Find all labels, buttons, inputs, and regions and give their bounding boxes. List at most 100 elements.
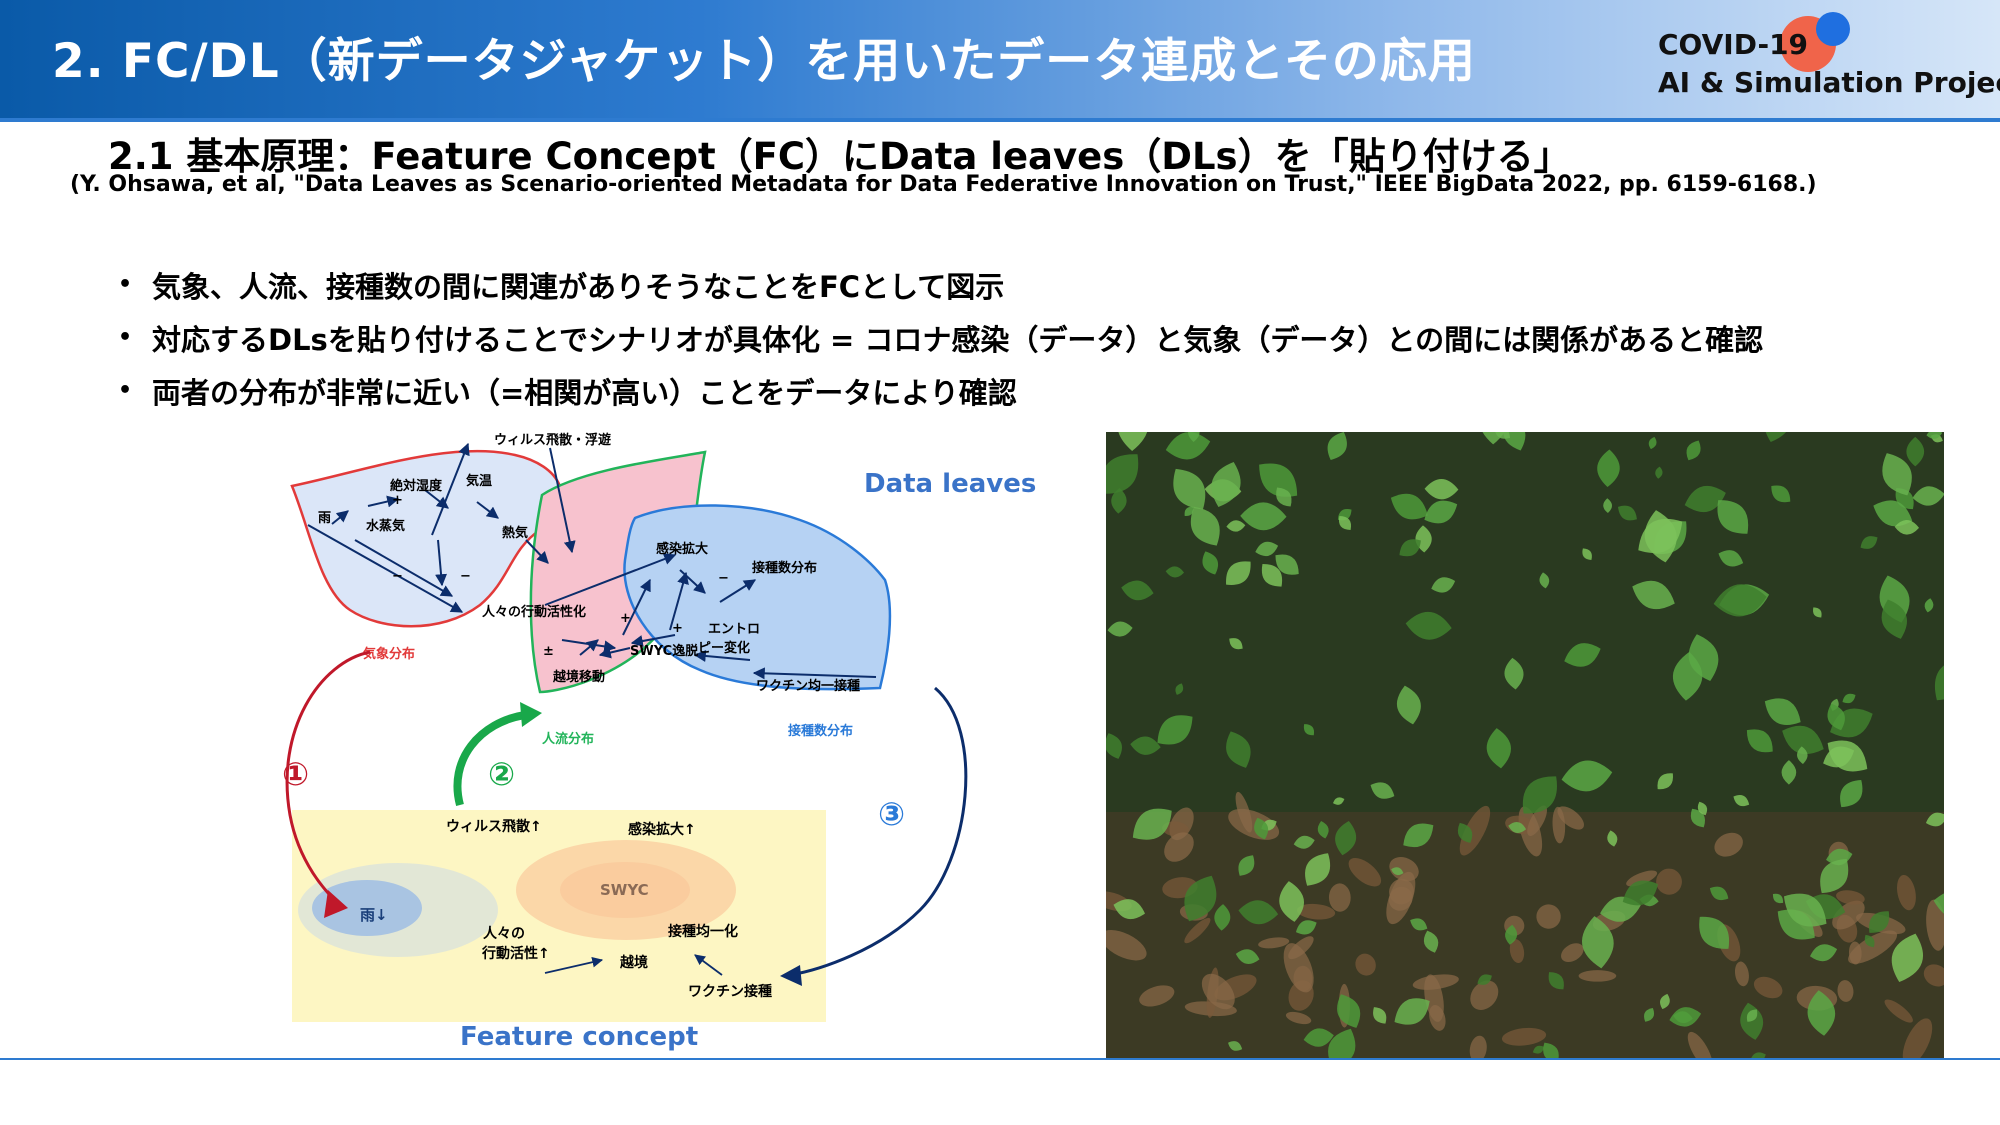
- leaf-vaccine-name: 接種数分布: [788, 723, 853, 739]
- leaf-vaccine: [623, 504, 892, 691]
- header-divider: [0, 118, 2000, 122]
- plant-leaf: [1746, 729, 1773, 753]
- node-abs-humidity: 絶対湿度: [389, 478, 443, 494]
- dead-leaf: [1836, 890, 1865, 905]
- bullet-item: •気象、人流、接種数の間に関連がありそうなことをFCとして図示: [118, 258, 1763, 311]
- plant-leaf: [1868, 911, 1890, 933]
- plant-leaf: [1175, 683, 1184, 695]
- plant-leaf: [1684, 485, 1726, 513]
- plant-leaf: [1190, 506, 1220, 546]
- plant-leaf: [1303, 1028, 1334, 1047]
- dead-leaf: [1386, 871, 1416, 925]
- plant-leaf: [1648, 436, 1657, 450]
- plant-leaf: [1564, 643, 1601, 667]
- dead-leaf: [1926, 899, 1944, 951]
- plant-leaf: [1226, 731, 1251, 768]
- plant-leaf: [1238, 855, 1255, 876]
- plant-leaf: [1431, 577, 1456, 593]
- logo-line-2: AI & Simulation Project: [1658, 66, 2000, 99]
- plant-leaf: [1477, 974, 1492, 985]
- plant-leaf: [1891, 933, 1923, 983]
- plant-leaf: [1405, 611, 1452, 640]
- plant-leaf: [1632, 580, 1675, 610]
- plant-leaf: [1561, 760, 1613, 792]
- fc-dl-diagram: 雨 絶対湿度 気温 水蒸気 熱気 人々の行動活性化 + − − 越境移動 SWY…: [282, 432, 1036, 1052]
- plant-leaf: [1503, 432, 1526, 451]
- bullet-dot: •: [118, 378, 133, 403]
- plant-leaf: [1864, 934, 1875, 948]
- plant-leaf: [1894, 519, 1920, 535]
- plant-leaf: [1229, 638, 1243, 650]
- plant-leaf: [1235, 949, 1260, 964]
- plant-leaf: [1403, 823, 1434, 848]
- leaf-flow-name: 人流分布: [542, 731, 594, 747]
- plant-leaf: [1823, 746, 1855, 768]
- plant-leaf: [1522, 776, 1557, 814]
- node-infection-spread: 感染拡大: [656, 541, 708, 557]
- dead-leaf: [1459, 805, 1491, 856]
- plant-leaf: [1797, 746, 1808, 764]
- section-title: 2.1 基本原理：Feature Concept（FC）にData leaves…: [108, 135, 1571, 178]
- plant-leaf: [1644, 1008, 1655, 1022]
- plant-leaf: [1782, 725, 1824, 754]
- plant-leaf: [1618, 505, 1637, 521]
- dead-leaf: [1470, 980, 1499, 1010]
- plant-leaf: [1504, 657, 1524, 690]
- plant-leaf: [1709, 886, 1729, 901]
- plant-leaf: [1410, 918, 1428, 931]
- plant-leaf: [1399, 539, 1421, 557]
- plant-leaf: [1335, 821, 1357, 856]
- plant-leaf: [1240, 502, 1287, 531]
- feature-concept-title: Feature concept: [460, 1022, 698, 1052]
- fc-people-2: 行動活性↑: [481, 945, 550, 962]
- plant-leaf: [1255, 541, 1279, 557]
- dead-leaf: [1902, 1018, 1933, 1060]
- plant-leaf: [1254, 817, 1269, 840]
- plant-leaf: [1672, 651, 1703, 701]
- dead-leaf: [1283, 943, 1314, 993]
- plant-leaf: [1106, 454, 1139, 494]
- plant-leaf: [1697, 801, 1708, 816]
- sign-plus: +: [620, 611, 631, 626]
- plant-leaf: [1771, 485, 1791, 503]
- dead-leaf: [1832, 900, 1865, 930]
- plant-leaf: [1508, 822, 1527, 833]
- plant-leaf: [1202, 551, 1219, 575]
- logo-circle-blue: [1816, 12, 1850, 46]
- fc-vaccine: ワクチン接種: [688, 983, 772, 1000]
- plant-leaf: [1750, 1052, 1766, 1060]
- plant-leaf: [1107, 621, 1133, 637]
- bullet-item: • 両者の分布が非常に近い（=相関が高い）ことをデータにより確認: [118, 364, 1763, 417]
- plant-leaf: [1717, 500, 1749, 534]
- node-entropy-2: ピー変化: [698, 640, 750, 656]
- fc-rain: 雨↓: [360, 906, 388, 924]
- plant-leaf: [1603, 498, 1612, 513]
- dead-leaf: [1626, 870, 1658, 887]
- plant-leaf: [1644, 510, 1677, 563]
- plant-leaf: [1699, 916, 1730, 949]
- plant-leaf: [1226, 561, 1251, 585]
- dead-leaf: [1552, 806, 1566, 844]
- dead-leaf: [1328, 883, 1351, 912]
- plant-leaf: [1226, 520, 1246, 532]
- plant-leaf: [1370, 782, 1395, 799]
- plant-leaf: [1259, 463, 1298, 497]
- bullet-text: 両者の分布が非常に近い（=相関が高い）ことをデータにより確認: [152, 375, 1017, 410]
- plant-leaf: [1607, 830, 1618, 847]
- fc-virus: ウィルス飛散↑: [446, 818, 542, 835]
- plant-leaf: [1457, 822, 1473, 843]
- plant-leaf: [1391, 867, 1404, 876]
- plant-leaf: [1873, 500, 1913, 527]
- sign-minus: −: [718, 571, 729, 586]
- plant-leaf: [1539, 572, 1550, 589]
- plant-leaf: [1327, 432, 1347, 461]
- bullet-list: •気象、人流、接種数の間に関連がありそうなことをFCとして図示 •対応するDLs…: [118, 258, 1763, 417]
- dead-leaf: [1536, 904, 1561, 929]
- arrow-1-head: [324, 890, 348, 918]
- plant-leaf: [1279, 881, 1304, 922]
- plant-leaf: [1305, 853, 1331, 886]
- plant-leaf: [1113, 899, 1145, 920]
- dead-leaf: [1923, 964, 1944, 987]
- plant-leaf: [1423, 930, 1439, 953]
- plant-leaf: [1809, 944, 1838, 962]
